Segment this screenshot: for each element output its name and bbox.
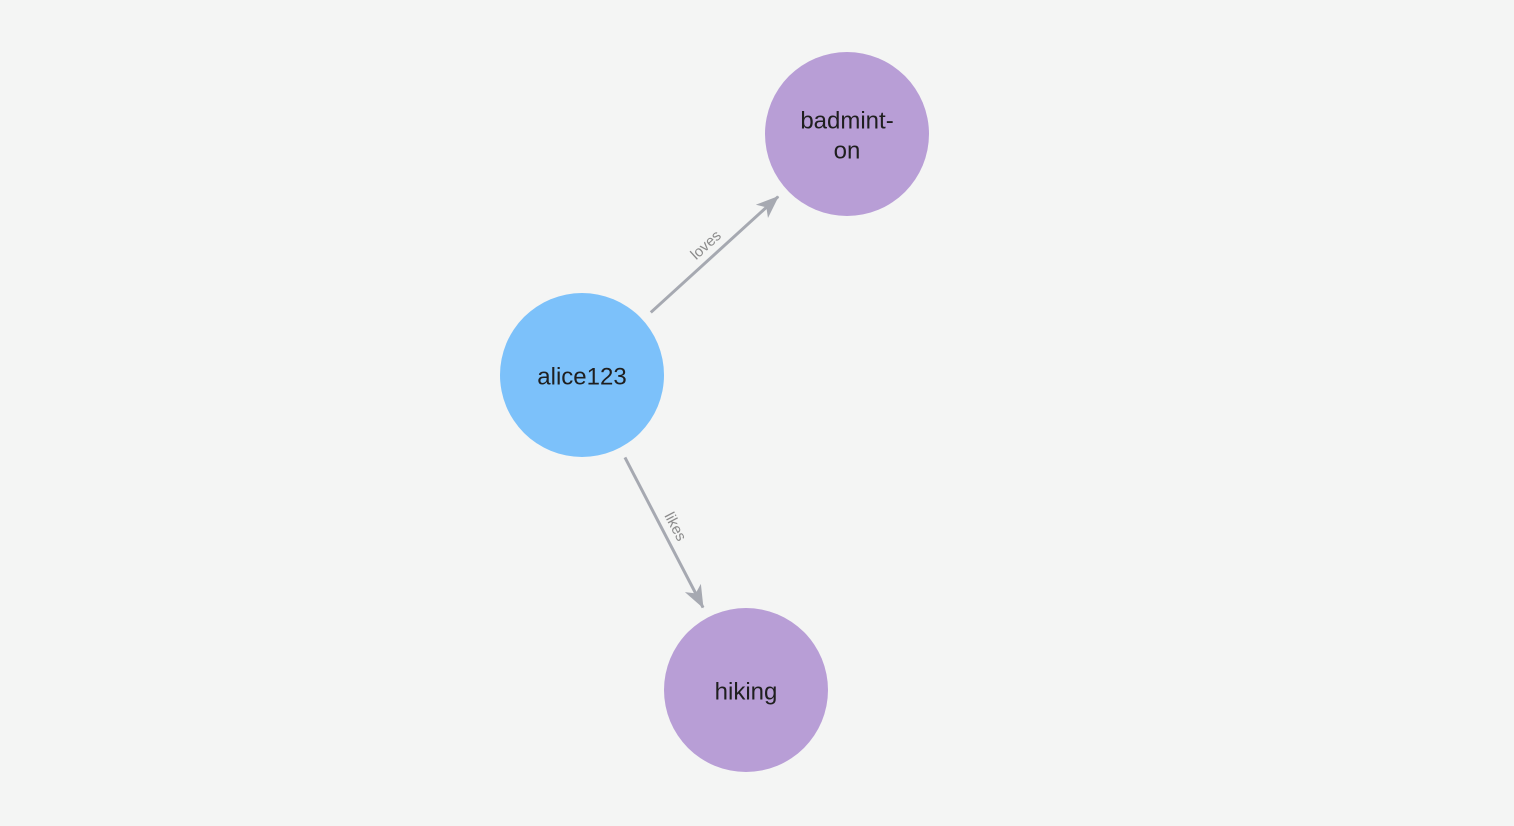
node-circle-alice123 (500, 293, 664, 457)
edge-label-likes: likes (661, 509, 690, 543)
node-alice123[interactable]: alice123 (500, 293, 664, 457)
edge-label-loves: loves (687, 227, 724, 263)
node-badminton[interactable]: badmint-on (765, 52, 929, 216)
edge-likes[interactable]: likes (623, 456, 705, 609)
node-circle-badminton (765, 52, 929, 216)
edge-line-likes (623, 456, 705, 609)
edge-loves[interactable]: loves (649, 195, 780, 314)
edge-line-loves (649, 195, 780, 314)
node-hiking[interactable]: hiking (664, 608, 828, 772)
nodes-layer: alice123 badmint-on hiking (500, 52, 929, 772)
node-circle-hiking (664, 608, 828, 772)
